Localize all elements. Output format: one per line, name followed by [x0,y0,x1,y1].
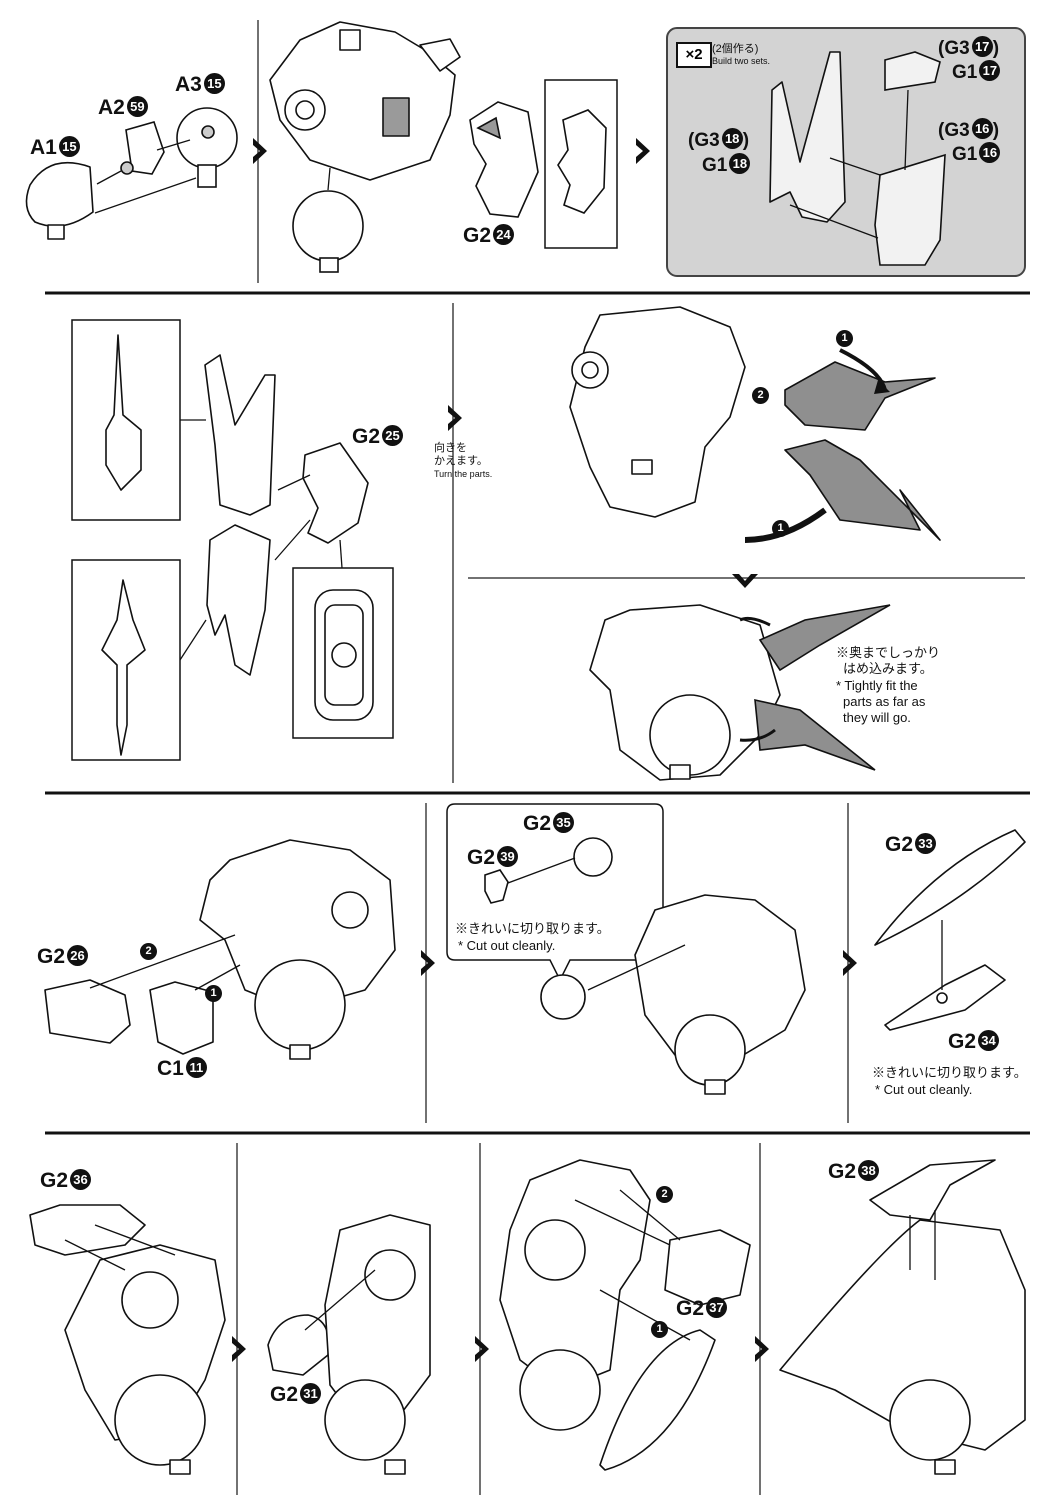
build-two-note-jp: (2個作る) [712,43,759,55]
cut-note-jp: ※きれいに切り取ります。 [455,921,610,936]
part-g2-25 [302,442,369,544]
part-g2-38 [869,1159,996,1221]
part-a3 [176,107,238,188]
part-a1 [25,161,94,240]
part-g2-24 [469,101,539,218]
torso-assembly [269,21,461,181]
shield-panel [599,1329,716,1471]
part-g2-35 [573,837,613,877]
fit-note-en-3: they will go. [843,710,911,725]
part-g2-37 [664,1229,751,1306]
flow-arrow [843,950,857,976]
gray-fin-assembly [784,361,941,541]
lower-fin [206,524,271,676]
flow-arrow [232,1336,246,1362]
flow-arrow [732,574,758,588]
part-g2-39 [484,869,509,904]
cut-note2-en: * Cut out cleanly. [875,1082,973,1097]
turn-note-jp-2: かえます。 [434,455,488,467]
flow-arrow [755,1336,769,1362]
step-badge-2: 2 [752,387,769,404]
fin-part [769,51,846,223]
multiplier-badge: ×2 [676,42,712,68]
final-assembly [779,1219,1026,1451]
step-badge-2: 2 [140,943,157,960]
upper-fin [204,354,276,516]
cut-note2-jp: ※きれいに切り取ります。 [872,1065,1027,1080]
fit-note-en-1: * Tightly fit the [836,678,918,693]
body-assembly-1 [569,306,746,518]
body-assembly-2 [589,604,781,781]
cut-note-en: * Cut out cleanly. [458,938,556,953]
ball-part [292,190,364,273]
body-assembly-3 [199,839,396,1060]
gray-fins-fitted [754,604,891,771]
flow-arrow [421,950,435,976]
step-badge-1: 1 [651,1321,668,1338]
part-g2-26 [44,979,131,1044]
part-c1-11 [149,981,214,1055]
fit-note-en-2: parts as far as [843,694,926,709]
part-g2-31 [267,1314,330,1376]
fit-note-jp-2: はめ込みます。 [843,661,933,676]
part-g2-36 [29,1204,146,1256]
build-two-note-en: Build two sets. [712,56,771,66]
step-badge-1: 1 [836,330,853,347]
step-badge-2: 2 [656,1186,673,1203]
step-badge-1b: 1 [772,520,789,537]
part-a2 [120,121,165,175]
step-badge-1: 1 [205,985,222,1002]
shield-part [874,51,946,266]
turn-note-en: Turn the parts. [434,469,493,479]
flow-arrow [448,405,462,431]
fit-note-jp-1: ※奥までしっかり [836,645,941,660]
flow-arrow [253,138,267,164]
body-assembly-4 [634,894,806,1095]
turn-note-jp-1: 向きを [434,442,467,454]
part-g2-33 [874,829,1026,946]
flow-arrow [636,138,650,164]
flow-arrow [475,1336,489,1362]
